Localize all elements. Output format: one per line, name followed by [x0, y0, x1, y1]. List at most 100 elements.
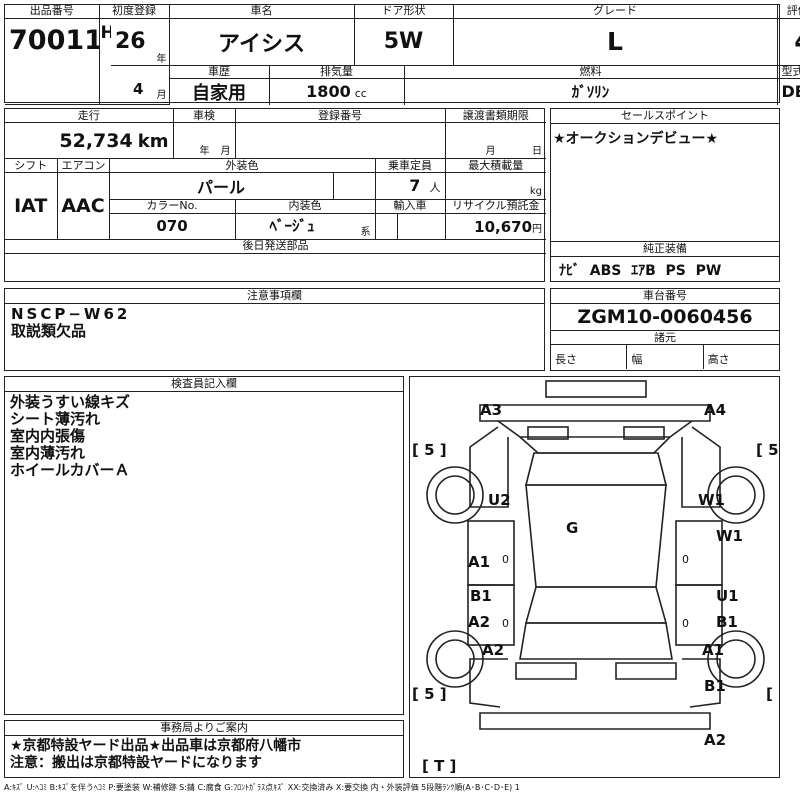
door-label: ドア形状: [353, 5, 454, 19]
deadline-month-unit: 月: [485, 146, 496, 158]
notes-box: 注意事項欄 NSCP−W62 取説類欠品: [4, 288, 545, 371]
hood-front: [497, 420, 693, 438]
mark-a2-left: A2: [468, 613, 490, 631]
capacity-label: 乗車定員: [374, 158, 446, 174]
wheel-front-right-inner: [716, 475, 756, 515]
int-color-cell: ﾍﾞｰｼﾞｭ 系: [234, 212, 376, 241]
trunk: [519, 622, 673, 660]
first-reg-month: 4: [133, 79, 144, 98]
grade: L: [452, 17, 778, 66]
era: H: [98, 17, 111, 105]
mileage-unit: km: [137, 130, 169, 152]
rear-bumper: [479, 712, 711, 730]
taillamp-left: [515, 662, 577, 680]
car-diagram-box: 0 0 0 0 A3 A4 U2 W1 G W1 A1 B1 A2 U1 B1 …: [409, 376, 780, 778]
handle-mark-left: 0: [502, 617, 509, 630]
first-reg-label: 初度登録: [98, 5, 170, 19]
height-label: 高さ: [707, 353, 730, 366]
lot-number: 70011: [5, 17, 100, 105]
insp-month-unit: 月: [220, 146, 231, 158]
tire-front-right: [ 5 ]: [756, 441, 780, 459]
mark-b1-rear: B1: [704, 677, 726, 695]
mark-w1-right: W1: [716, 527, 743, 545]
inspector-line-3: 室内内張傷: [10, 427, 86, 445]
mark-a2-rear: A2: [704, 731, 726, 749]
first-reg-year-cell: 26 年: [111, 17, 170, 66]
mark-a3: A3: [480, 401, 502, 419]
office-box: 事務局よりご案内 ★京都特設ヤード出品★出品車は京都府八幡市 注意：搬出は京都特…: [4, 720, 404, 778]
notes-label: 注意事項欄: [5, 289, 544, 304]
door-type: 5W: [353, 17, 454, 66]
int-color: ﾍﾞｰｼﾞｭ: [269, 216, 315, 235]
load-unit: kg: [529, 185, 543, 197]
rear-window: [524, 586, 668, 624]
taillamp-right: [615, 662, 677, 680]
mirror-mark-right: 0: [682, 553, 689, 566]
mirror-mark-left: 0: [502, 553, 509, 566]
fender-front-right: [681, 426, 721, 508]
vehicle-info-table: 走行 車検 登録番号 譲渡書類期限 52,734 km 年 月 月 日 シフト …: [4, 108, 547, 282]
recycle-cell: 10,670円: [444, 212, 547, 241]
color-no: 070: [109, 212, 236, 241]
displacement-unit: cc: [354, 87, 367, 100]
wheel-rear-left-inner: [435, 639, 475, 679]
inspector-line-4: 室内薄汚れ: [10, 444, 86, 462]
mark-a1-rear-right: A1: [702, 641, 724, 659]
exterior-color-extra: [332, 172, 376, 200]
color-label: 外装色: [108, 158, 376, 174]
chassis-label: 車台番号: [551, 289, 779, 304]
later-parts: [5, 252, 547, 281]
sales-point-label: セールスポイント: [551, 109, 779, 124]
fuel-label: 燃料: [403, 64, 778, 79]
mark-b1-right: B1: [716, 613, 738, 631]
recycle-label: リサイクル預託金: [444, 198, 547, 214]
mileage-label: 走行: [5, 109, 174, 124]
wheel-front-right: [707, 466, 765, 524]
inspection-label: 車検: [172, 109, 236, 124]
history: 自家用: [169, 77, 270, 105]
recycle-unit: 円: [532, 223, 543, 235]
wheel-front-left-inner: [435, 475, 475, 515]
lot-label: 出品番号: [5, 5, 100, 19]
import-cell-b: [396, 212, 446, 241]
car-name: アイシス: [168, 17, 355, 66]
length-label: 長さ: [551, 345, 628, 369]
fuel: ｶﾞｿﾘﾝ: [403, 77, 778, 105]
mark-w1-front: W1: [698, 491, 725, 509]
shift-label: シフト: [5, 158, 58, 174]
inspector-label: 検査員記入欄: [5, 377, 403, 392]
ac: AAC: [56, 172, 110, 241]
equipment-label: 純正装備: [551, 242, 779, 257]
door-rear-right: [675, 584, 723, 646]
month-unit: 月: [156, 90, 167, 101]
mark-g: G: [566, 519, 578, 537]
score-label: 評価点: [776, 5, 800, 19]
chassis-number: ZGM10-0060456: [577, 306, 753, 328]
damage-legend: A:ｷｽﾞ U:ﾍｺﾐ B:ｷｽﾞを伴うﾍｺﾐ P:要塗装 W:補修跡 S:錆 …: [4, 783, 520, 792]
grade-label: グレード: [452, 5, 778, 19]
mileage: 52,734: [59, 129, 133, 152]
displacement: 1800: [306, 82, 351, 101]
reg-number: [234, 122, 446, 160]
office-label: 事務局よりご案内: [5, 721, 403, 736]
int-color-label: 内装色: [234, 198, 376, 214]
sales-point-text: ★オークションデビュー★: [553, 131, 719, 147]
chassis-box: 車台番号 ZGM10-0060456 諸元 長さ 幅 高さ: [550, 288, 780, 371]
car-diagram: 0 0 0 0 A3 A4 U2 W1 G W1 A1 B1 A2 U1 B1 …: [412, 380, 780, 775]
ac-label: エアコン: [56, 158, 110, 174]
wheel-front-left: [426, 466, 484, 524]
header-table: 出品番号 初度登録 車名 ドア形状 グレード 評価点 70011 H 26 年 …: [4, 4, 800, 105]
import-label: 輸入車: [374, 198, 446, 214]
handle-mark-right: 0: [682, 617, 689, 630]
history-label: 車歴: [168, 64, 270, 79]
headlamp-right: [623, 426, 665, 440]
inspector-line-2: シート薄汚れ: [10, 410, 101, 428]
wheel-rear-right-inner: [716, 639, 756, 679]
mark-b1-left: B1: [470, 587, 492, 605]
headlamp-left: [527, 426, 569, 440]
mark-a1-left: A1: [468, 553, 490, 571]
shift: IAT: [5, 172, 58, 241]
dims-label: 諸元: [551, 330, 779, 345]
tire-spare: [ T ]: [422, 757, 456, 775]
score: 4: [776, 17, 800, 66]
